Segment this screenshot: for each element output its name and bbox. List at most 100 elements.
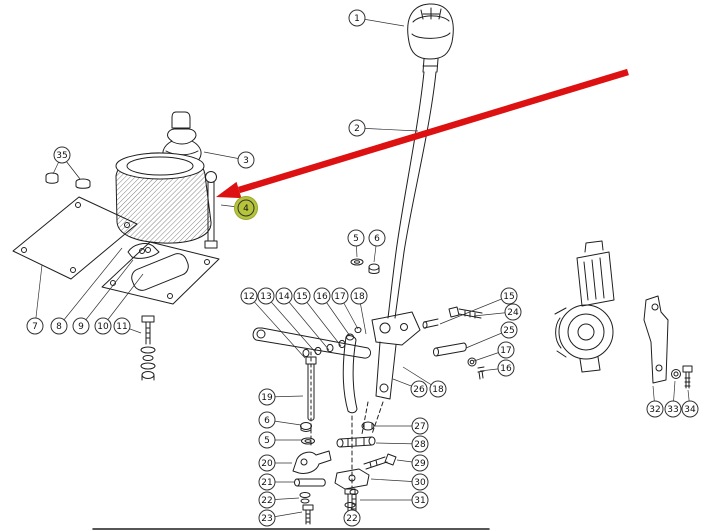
callout-32-39[interactable]: 32 [646,400,664,418]
part-lever-pivot-bracket [371,311,421,435]
part-washer-33 [671,369,681,379]
callout-24-20[interactable]: 24 [504,303,522,321]
callout-1-0[interactable]: 1 [348,9,366,27]
callout-circle [348,119,366,137]
callout-34-41[interactable]: 34 [681,400,699,418]
leader-line-10-8 [102,273,144,327]
callout-12-12[interactable]: 12 [240,287,258,305]
part-gear-lever-cover [115,152,212,244]
callout-circle [258,454,276,472]
leader-line-9-7 [80,259,134,327]
callout-13-13[interactable]: 13 [257,287,275,305]
callout-33-40[interactable]: 33 [664,400,682,418]
callout-circle [26,317,44,335]
callout-circle [681,400,699,418]
callout-circle [258,388,276,406]
callout-22-35[interactable]: 22 [258,491,276,509]
callout-circle [94,317,112,335]
diagram-line-art [12,3,693,530]
part-tension-rod [204,171,218,249]
callout-6-27[interactable]: 6 [258,411,276,429]
callout-26-24[interactable]: 26 [410,380,428,398]
callout-19-26[interactable]: 19 [258,388,276,406]
callout-35-4[interactable]: 35 [53,146,71,164]
callout-28-30[interactable]: 28 [411,435,429,453]
callout-circle [257,287,275,305]
callout-18-25[interactable]: 18 [429,380,447,398]
callout-20-31[interactable]: 20 [258,454,276,472]
leader-line-2-1 [356,127,419,132]
callout-7-5[interactable]: 7 [26,317,44,335]
callout-circle [113,317,131,335]
part-support-bracket [643,295,669,384]
callout-circle [411,454,429,472]
part-pin-21 [294,478,326,487]
callout-circle [313,287,331,305]
callout-4-3[interactable]: 4 [234,196,258,220]
callout-25-21[interactable]: 25 [500,321,518,339]
callout-circle [500,287,518,305]
leader-line-13-13 [265,295,318,355]
callout-circle [664,400,682,418]
callout-14-14[interactable]: 14 [275,287,293,305]
arrow-shaft [238,68,629,194]
callout-27-29[interactable]: 27 [411,417,429,435]
arrow-head [216,181,242,199]
callout-circle [347,229,365,247]
callout-circle [53,146,71,164]
callout-15-15[interactable]: 15 [293,287,311,305]
part-mounting-plate [12,196,138,280]
callout-circle [237,199,255,217]
callout-16-23[interactable]: 16 [497,359,515,377]
callout-10-8[interactable]: 10 [94,317,112,335]
callout-31-36[interactable]: 31 [411,491,429,509]
part-upper-washer-nut [350,258,380,274]
callout-circle [237,151,255,169]
callout-circle [258,509,276,527]
callout-30-34[interactable]: 30 [411,473,429,491]
callout-circle [500,321,518,339]
callout-leader-lines [34,17,691,519]
callout-29-32[interactable]: 29 [411,454,429,472]
callout-5-10[interactable]: 5 [347,229,365,247]
callout-15-19[interactable]: 15 [500,287,518,305]
callout-2-1[interactable]: 2 [348,119,366,137]
part-lower-washer-nut [300,422,315,445]
callout-21-33[interactable]: 21 [258,473,276,491]
part-drop-link [342,335,358,488]
callout-circle [429,380,447,398]
callout-circle [258,473,276,491]
callout-11-9[interactable]: 11 [113,317,131,335]
callout-circle [497,359,515,377]
callout-circle [293,287,311,305]
callout-circle [411,491,429,509]
callout-circle [411,435,429,453]
callout-circle [258,431,276,449]
callout-5-28[interactable]: 5 [258,431,276,449]
callout-18-18[interactable]: 18 [350,287,368,305]
callout-circle [411,417,429,435]
part-hydraulic-valve [554,240,615,373]
callout-6-11[interactable]: 6 [368,229,386,247]
callout-circle [275,287,293,305]
callout-3-2[interactable]: 3 [237,151,255,169]
leader-line-12-12 [248,295,306,359]
callout-17-22[interactable]: 17 [497,341,515,359]
part-plugs-35 [45,160,91,189]
callout-9-7[interactable]: 9 [72,317,90,335]
part-right-fasteners [422,306,485,380]
callout-23-37[interactable]: 23 [258,509,276,527]
leader-line-8-6 [58,247,123,327]
callout-17-17[interactable]: 17 [331,287,349,305]
callout-circle [331,287,349,305]
part-gear-knob [407,3,454,60]
part-clamp-bracket [292,450,332,474]
callout-8-6[interactable]: 8 [50,317,68,335]
callout-16-16[interactable]: 16 [313,287,331,305]
callout-circle [258,491,276,509]
leader-line-15-15 [301,295,342,347]
part-bolt-washer-stack [140,315,156,381]
callout-22-38[interactable]: 22 [343,509,361,527]
